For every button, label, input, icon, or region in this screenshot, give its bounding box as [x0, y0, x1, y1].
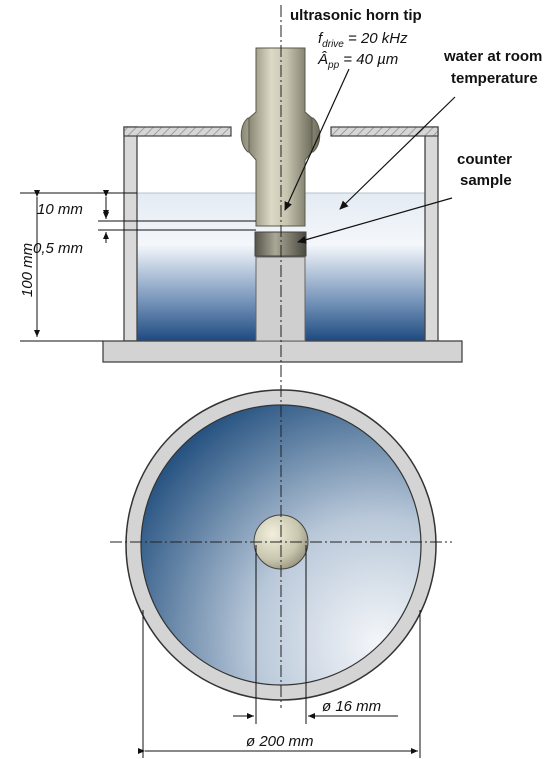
dim-200mm-label: ø 200 mm: [246, 733, 314, 750]
top-dimensions: [138, 545, 421, 758]
water-label-line2: temperature: [451, 70, 538, 87]
container-wall-right: [424, 126, 439, 342]
container-wall-left: [123, 126, 138, 342]
side-view: [102, 47, 463, 363]
centerlines: [110, 5, 452, 708]
counter-sample-label-line1: counter: [457, 151, 512, 168]
lid-right: [330, 126, 439, 137]
amplitude-label: Âpp = 40 µm: [317, 51, 398, 71]
water-label-line1: water at room: [443, 48, 542, 65]
lid-left: [123, 126, 232, 137]
arrow-counter-sample: [297, 197, 453, 244]
leader-arrows: [284, 68, 456, 244]
arrow-water: [339, 96, 456, 210]
drive-frequency-label: fdrive = 20 kHz: [318, 30, 408, 50]
dim-05mm-label: 0,5 mm: [33, 240, 83, 257]
dim-16mm-label: ø 16 mm: [322, 698, 381, 715]
side-dimensions: [20, 190, 256, 342]
horn-title-label: ultrasonic horn tip: [290, 7, 422, 24]
base-plate: [102, 340, 463, 363]
counter-sample-label-line2: sample: [460, 172, 512, 189]
dim-10mm-label: 10 mm: [37, 201, 83, 218]
arrow-horn-amplitude: [284, 68, 350, 211]
dim-100mm-label: 100 mm: [19, 243, 36, 297]
